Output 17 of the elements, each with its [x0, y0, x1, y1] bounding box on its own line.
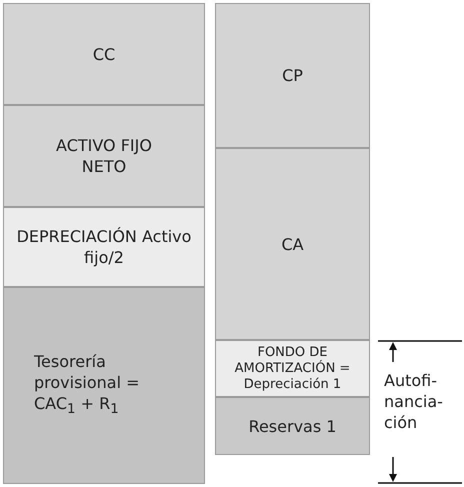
block-label: CA [281, 234, 304, 254]
balance-block [215, 3, 370, 148]
block-label: CC [92, 44, 116, 64]
block-label: Tesorería provisional = CAC$_{1}$ + R$_{1}$ [34, 350, 141, 420]
block-label: CP [282, 65, 303, 86]
balance-block [215, 148, 370, 340]
balance-block [215, 397, 370, 455]
balance-block [3, 207, 205, 287]
block-label: DEPRECIACIÓN Activo fijo/2 [16, 226, 192, 268]
block-label: ACTIVO FIJO NETO [55, 135, 153, 177]
dimension-label: Autofi- nancia- ción [384, 370, 444, 433]
block-label: FONDO DE AMORTIZACIÓN = Depreciación 1 [234, 344, 352, 392]
balance-block [3, 287, 205, 484]
balance-block [3, 105, 205, 207]
block-label: Reservas 1 [248, 416, 336, 436]
balance-block [215, 340, 370, 397]
balance-block [3, 3, 205, 105]
